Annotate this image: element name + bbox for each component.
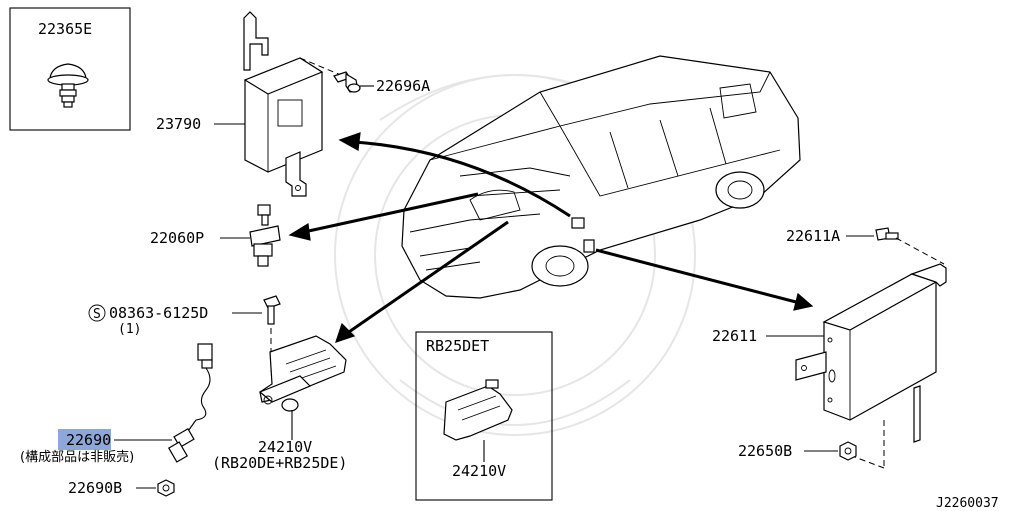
label-22611A[interactable]: 22611A [786, 227, 840, 245]
label-24210V-left-note: (RB20DE+RB25DE) [212, 454, 347, 472]
part-22611A-bolt: 22611A [786, 227, 945, 265]
label-23790[interactable]: 23790 [156, 115, 201, 133]
clip-icon [47, 63, 89, 108]
part-22690B-nut: 22690B [68, 479, 175, 497]
pointer-arrows [288, 132, 814, 343]
s-symbol-text: S [93, 307, 101, 322]
part-22690-sensor: 22690 (構成部品は非販売) [20, 343, 213, 465]
label-22365E[interactable]: 22365E [38, 20, 92, 38]
part-22650B-nut: 22650B [738, 441, 857, 461]
vehicle-illustration [401, 55, 801, 299]
label-22696A[interactable]: 22696A [376, 77, 430, 95]
rb25det-title: RB25DET [426, 337, 489, 355]
label-22611[interactable]: 22611 [712, 327, 757, 345]
s-symbol-icon [88, 304, 106, 322]
label-08363-6125D[interactable]: 08363-6125D [109, 304, 208, 322]
part-22060P-sensor: 22060P [150, 204, 281, 267]
rb25det-inset: RB25DET 24210V [415, 331, 553, 501]
label-22060P[interactable]: 22060P [150, 229, 204, 247]
part-24210V-bracket-left: 24210V (RB20DE+RB25DE) [212, 335, 347, 472]
label-22650B[interactable]: 22650B [738, 442, 792, 460]
part-22611-module: 22611 [712, 263, 947, 469]
part-22365E-box: 22365E [9, 7, 131, 131]
part-23790-module: 22696A 23790 [156, 11, 430, 197]
label-22690[interactable]: 22690 [66, 431, 111, 449]
highlight-22690 [58, 429, 111, 450]
label-24210V-inset[interactable]: 24210V [452, 462, 506, 480]
part-08363-bolt: S 08363-6125D (1) [88, 295, 281, 372]
diagram-id: J2260037 [936, 496, 999, 511]
label-22690B[interactable]: 22690B [68, 479, 122, 497]
label-22690-note: (構成部品は非販売) [20, 449, 134, 465]
label-24210V-left[interactable]: 24210V [258, 438, 312, 456]
label-08363-qty: (1) [118, 322, 141, 337]
